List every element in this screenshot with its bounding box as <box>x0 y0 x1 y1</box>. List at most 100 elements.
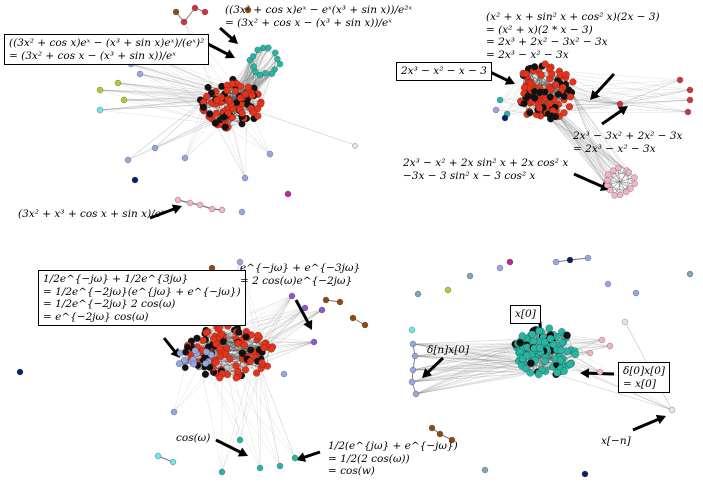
graph-node <box>350 315 356 321</box>
annotation-line: = 2x³ − x² − 3x <box>486 49 660 62</box>
graph-node <box>213 97 220 104</box>
graph-node <box>235 329 242 336</box>
annotation-tl-a: ((3x² + cos x)eˣ − eˣ(x³ + sin x))/e²ˣ =… <box>225 4 412 29</box>
graph-node <box>233 374 240 381</box>
graph-node <box>530 337 537 344</box>
graph-node <box>567 257 573 263</box>
graph-node <box>669 407 675 413</box>
graph-node <box>526 109 533 116</box>
graph-node <box>554 369 561 376</box>
graph-node <box>175 197 181 203</box>
graph-node <box>521 100 528 107</box>
graph-node <box>202 371 209 378</box>
graph-node <box>285 191 291 197</box>
graph-node <box>259 359 266 366</box>
graph-node <box>262 70 268 76</box>
graph-node <box>531 95 538 102</box>
annotation-line: δ[n]x[0] <box>427 344 469 357</box>
graph-node <box>525 93 532 100</box>
graph-node <box>182 357 188 363</box>
graph-node <box>535 327 542 334</box>
graph-node <box>212 120 219 127</box>
annotation-bl-d: 1/2(e^{jω} + e^{−jω}) = 1/2(2 cos(ω)) = … <box>328 440 458 478</box>
annotation-line: −3x − 3 sin² x − 3 cos² x <box>403 170 568 183</box>
graph-node <box>216 374 223 381</box>
graph-node <box>233 362 240 369</box>
graph-node <box>566 103 573 110</box>
edges-layer <box>100 8 690 472</box>
annotation-tr-b-boxed: 2x³ − x² − x − 3 <box>396 62 492 81</box>
graph-node <box>623 189 629 195</box>
graph-node <box>685 109 691 115</box>
graph-edge <box>155 119 212 148</box>
graph-node <box>200 337 207 344</box>
graph-node <box>437 431 443 437</box>
graph-node <box>224 87 231 94</box>
graph-node <box>517 339 524 346</box>
graph-edge <box>620 104 688 112</box>
graph-node <box>17 369 23 375</box>
graph-node <box>260 344 267 351</box>
graph-node <box>604 177 610 183</box>
graph-node <box>302 305 308 311</box>
graph-node <box>563 332 570 339</box>
graph-node <box>239 110 246 117</box>
graph-node <box>567 93 574 100</box>
graph-node <box>253 370 260 377</box>
graph-node <box>213 110 220 117</box>
graph-node <box>173 9 179 15</box>
annotation-tr-c: 2x³ − 3x² + 2x² − 3x = 2x³ − x² − 3x <box>573 130 682 155</box>
graph-node <box>194 335 201 342</box>
annotation-line: cos(ω) <box>176 432 210 445</box>
annotation-line: = (3x² + cos x − (x³ + sin x))/eˣ <box>9 50 204 63</box>
graph-node <box>250 53 256 59</box>
graph-node <box>245 84 252 91</box>
graph-edge <box>620 80 680 104</box>
annotation-line: 2x³ − x² + 2x sin² x + 2x cos² x <box>403 157 568 170</box>
graph-node <box>687 97 693 103</box>
graph-edge <box>231 116 270 154</box>
graph-edge <box>258 112 355 145</box>
graph-node <box>222 351 229 358</box>
graph-node <box>538 72 545 79</box>
graph-node <box>563 71 570 78</box>
graph-node <box>237 437 243 443</box>
graph-node <box>615 165 621 171</box>
graph-node <box>213 359 220 366</box>
graph-node <box>242 366 249 373</box>
graph-node <box>519 332 526 339</box>
graph-node <box>209 206 215 212</box>
graph-node <box>197 202 203 208</box>
graph-node <box>210 336 217 343</box>
graph-node <box>527 369 534 376</box>
graph-node <box>208 352 214 358</box>
graph-node <box>587 350 593 356</box>
annotation-bl-a-boxed: 1/2e^{−jω} + 1/2e^{3jω} = 1/2e^{−2jω}(e^… <box>38 270 246 326</box>
graph-node <box>553 259 559 265</box>
graph-node <box>527 360 534 367</box>
graph-node <box>255 332 262 339</box>
graph-node <box>219 207 225 213</box>
graph-node <box>352 143 357 148</box>
graph-node <box>239 209 245 215</box>
graph-node <box>547 94 554 101</box>
nodes-layer <box>17 5 693 477</box>
graph-node <box>181 19 187 25</box>
graph-node <box>557 356 564 363</box>
graph-edge <box>260 368 261 468</box>
annotation-line: e^{−jω} + e^{−3jω} <box>240 262 360 275</box>
graph-node <box>531 63 538 70</box>
annotation-bl-c: cos(ω) <box>176 432 210 445</box>
graph-edge <box>416 372 538 394</box>
graph-node <box>552 113 559 120</box>
graph-node <box>289 293 295 299</box>
graph-node <box>410 367 416 373</box>
graph-node <box>493 107 499 113</box>
graph-node <box>267 151 273 157</box>
graph-node <box>265 45 271 51</box>
graph-node <box>535 371 542 378</box>
graph-node <box>362 322 368 328</box>
annotation-line: = (x² + x)(2 * x − 3) <box>486 24 660 37</box>
graph-node <box>537 89 544 96</box>
